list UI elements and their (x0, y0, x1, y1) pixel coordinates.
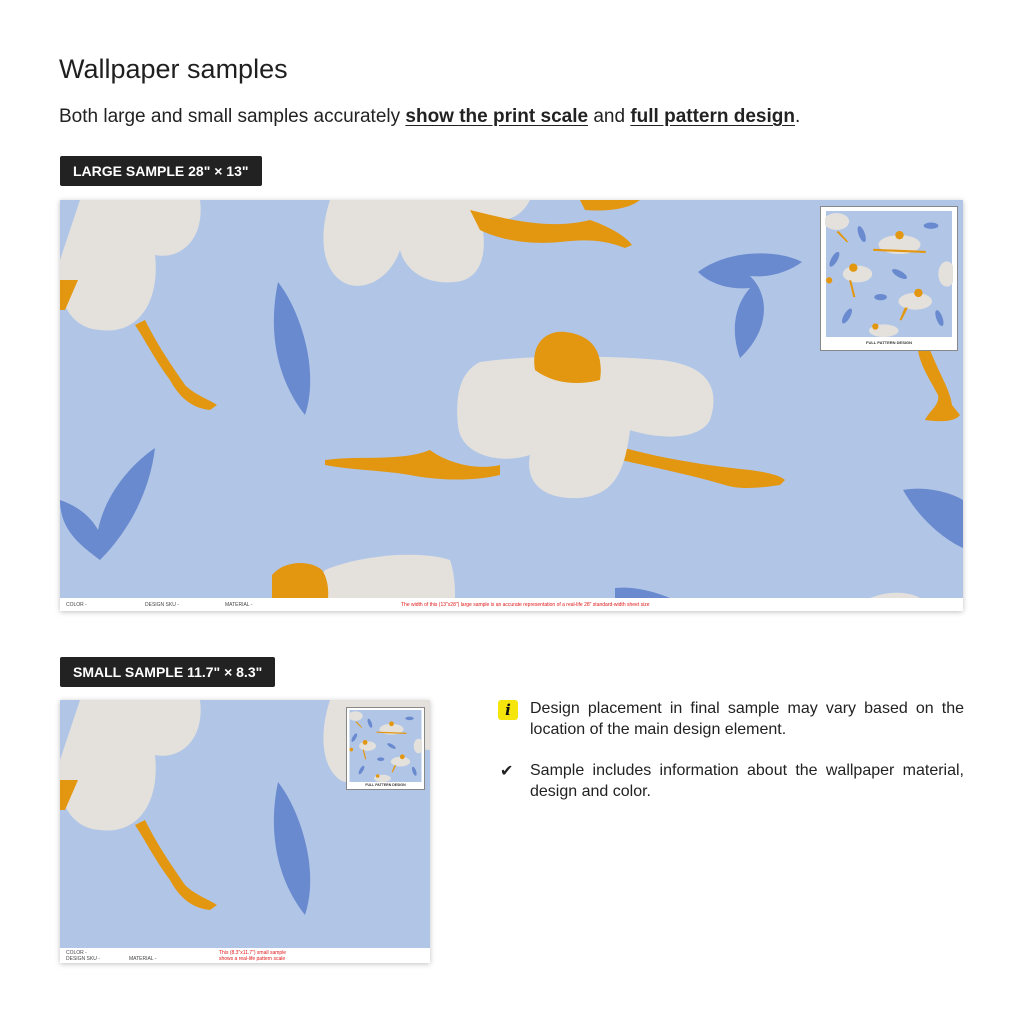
thumbnail-caption: FULL PATTERN DESIGN (866, 340, 912, 345)
large-sample-badge: LARGE SAMPLE 28" × 13" (60, 156, 262, 186)
pattern-preview (825, 211, 953, 337)
placement-note: i Design placement in final sample may v… (498, 698, 964, 742)
scale-note-line1: This (8.3"x11.7") small sample (219, 950, 287, 956)
color-label: COLOR - (66, 950, 87, 956)
page-title: Wallpaper samples (59, 54, 288, 84)
page-subtitle: Both large and small samples accurately … (59, 106, 800, 128)
large-sample-image: FULL PATTERN DESIGN COLOR - DESIGN SKU -… (60, 200, 963, 611)
subtitle-text: . (795, 106, 801, 127)
small-sample-image: FULL PATTERN DESIGN COLOR - DESIGN SKU -… (60, 700, 430, 963)
sample-info-footer: COLOR - DESIGN SKU - MATERIAL - The widt… (60, 598, 963, 611)
large-pattern-illustration (60, 200, 963, 598)
pattern-preview (349, 710, 422, 782)
thumbnail-caption: FULL PATTERN DESIGN (365, 783, 406, 787)
subtitle-text: Both large and small samples accurately (59, 106, 406, 127)
design-sku-label: DESIGN SKU - (145, 602, 179, 608)
material-label: MATERIAL - (129, 956, 157, 962)
color-label: COLOR - (66, 602, 87, 608)
full-pattern-thumbnail: FULL PATTERN DESIGN (820, 206, 958, 351)
full-pattern-link[interactable]: full pattern design (630, 106, 795, 127)
print-scale-link[interactable]: show the print scale (405, 106, 589, 127)
subtitle-text: and (588, 106, 631, 127)
placement-note-text: Design placement in final sample may var… (530, 700, 964, 738)
info-note: ✔ Sample includes information about the … (498, 760, 964, 804)
material-label: MATERIAL - (225, 602, 253, 608)
info-note-text: Sample includes information about the wa… (530, 762, 964, 800)
design-sku-label: DESIGN SKU - (66, 956, 100, 962)
info-icon: i (498, 700, 518, 720)
full-pattern-thumbnail: FULL PATTERN DESIGN (346, 707, 425, 790)
sample-info-footer: COLOR - DESIGN SKU - MATERIAL - This (8.… (60, 948, 430, 963)
scale-note-line2: shows a real-life pattern scale (219, 956, 286, 962)
small-sample-badge: SMALL SAMPLE 11.7" × 8.3" (60, 657, 276, 687)
scale-note: The width of this (13"x28") large sample… (401, 602, 650, 608)
check-icon: ✔ (500, 763, 514, 780)
